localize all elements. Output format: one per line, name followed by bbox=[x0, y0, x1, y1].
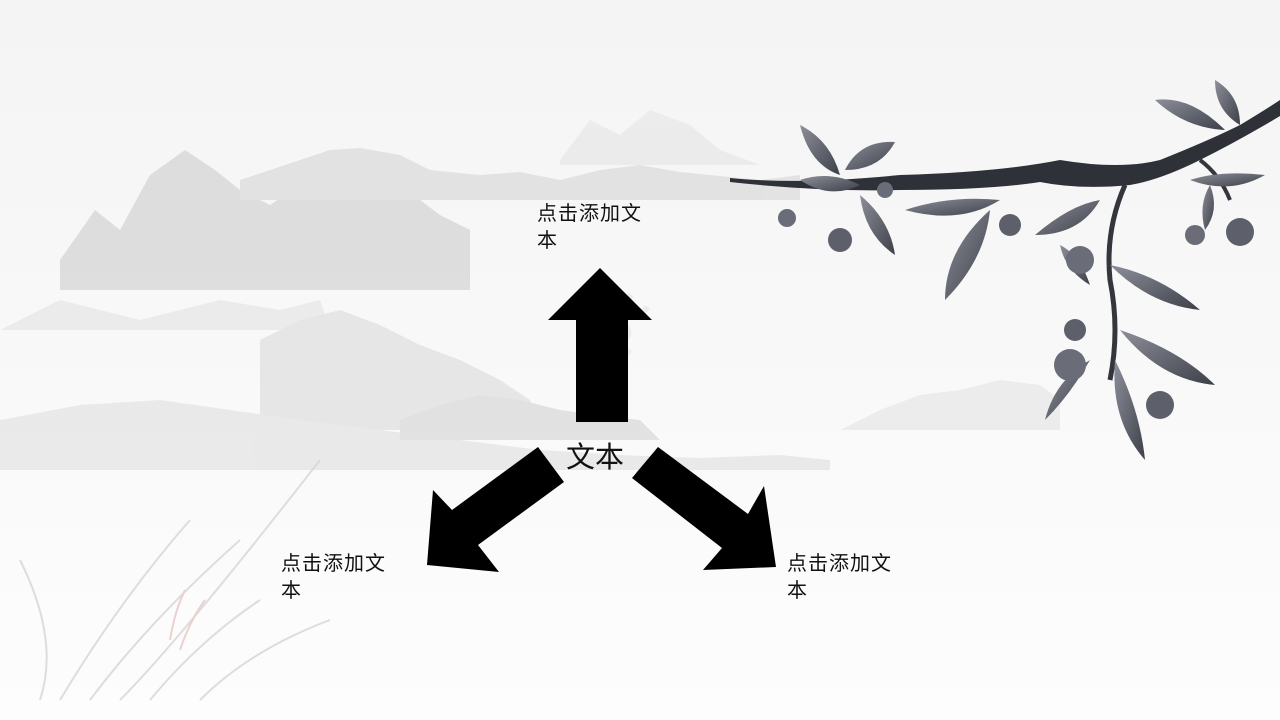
text-placeholder-top[interactable]: 点击添加文本 bbox=[537, 201, 642, 252]
arrow-down-right bbox=[632, 447, 776, 570]
text-placeholder-right[interactable]: 点击添加文本 bbox=[787, 551, 892, 602]
center-label[interactable]: 文本 bbox=[566, 440, 625, 474]
arrow-down-left bbox=[427, 447, 564, 572]
text-placeholder-left[interactable]: 点击添加文本 bbox=[281, 551, 386, 602]
grass-icon bbox=[19, 459, 331, 701]
branch-icon bbox=[730, 80, 1280, 460]
mountains-icon bbox=[0, 110, 1060, 470]
arrow-up bbox=[548, 268, 652, 422]
